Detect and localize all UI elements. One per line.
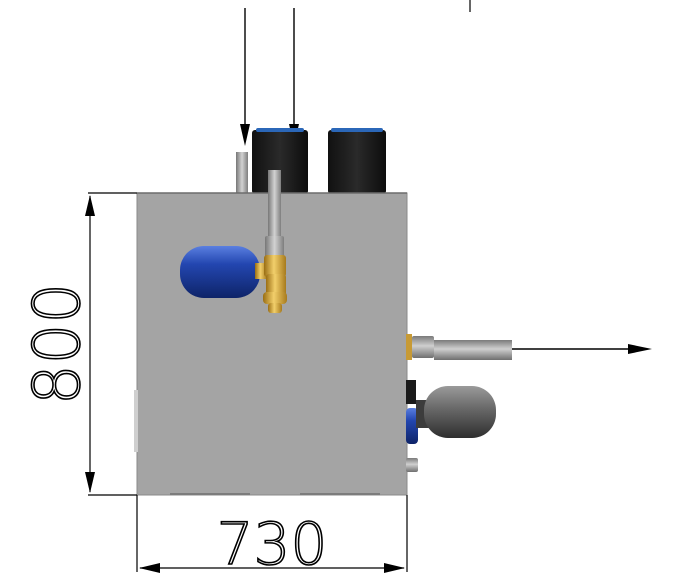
width-dimension-label: 730 xyxy=(217,510,328,575)
motor-left xyxy=(252,128,308,194)
top-stub-pipe xyxy=(236,152,248,194)
brass-fitting xyxy=(263,255,287,313)
height-dimension xyxy=(85,192,137,496)
side-connector-black xyxy=(406,380,416,404)
height-dimension-label: 800 xyxy=(21,283,95,405)
outlet-pipe xyxy=(406,334,512,360)
motor-right xyxy=(328,128,386,194)
drain-fitting xyxy=(406,458,418,472)
inlet-arrow-right xyxy=(289,8,299,146)
expansion-tank-gray xyxy=(416,386,496,438)
outlet-arrow xyxy=(512,344,652,354)
side-valve-blue xyxy=(406,408,418,444)
inlet-arrow-left xyxy=(240,8,250,146)
width-dimension xyxy=(136,495,408,573)
